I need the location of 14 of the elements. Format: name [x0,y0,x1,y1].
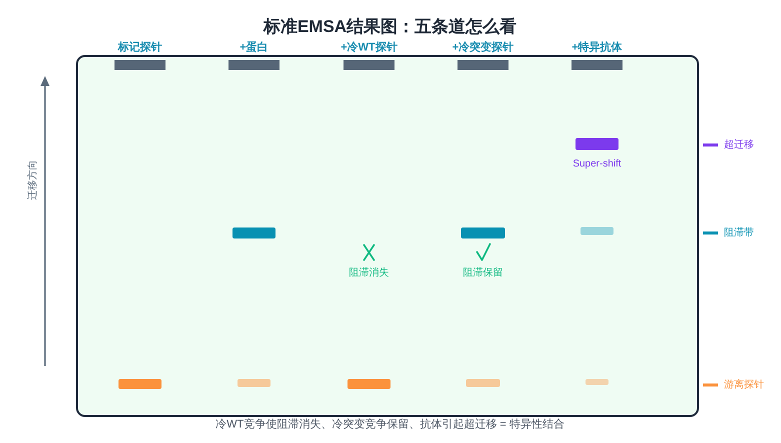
lane-label: +蛋白 [240,42,268,54]
legend-text: 阻滞带 [724,227,754,239]
band-label: Super-shift [572,158,622,170]
lane-label: +特异抗体 [572,42,622,54]
result-note: 阻滞保留 [463,267,503,279]
caption: 冷WT竞争使阻滞消失、冷突变竞争保留、抗体引起超迁移 = 特异性结合 [216,418,564,432]
lane-label: +冷突变探针 [452,42,514,54]
lane-label: 标记探针 [118,42,162,54]
legend-text: 游离探针 [724,379,764,391]
axis-label: 迁移方向 [27,160,39,200]
legend-text: 超迁移 [724,139,754,151]
result-note: 阻滞消失 [349,267,389,279]
lane-label: +冷WT探针 [340,42,398,54]
diagram-title: 标准EMSA结果图：五条道怎么看 [263,17,517,37]
